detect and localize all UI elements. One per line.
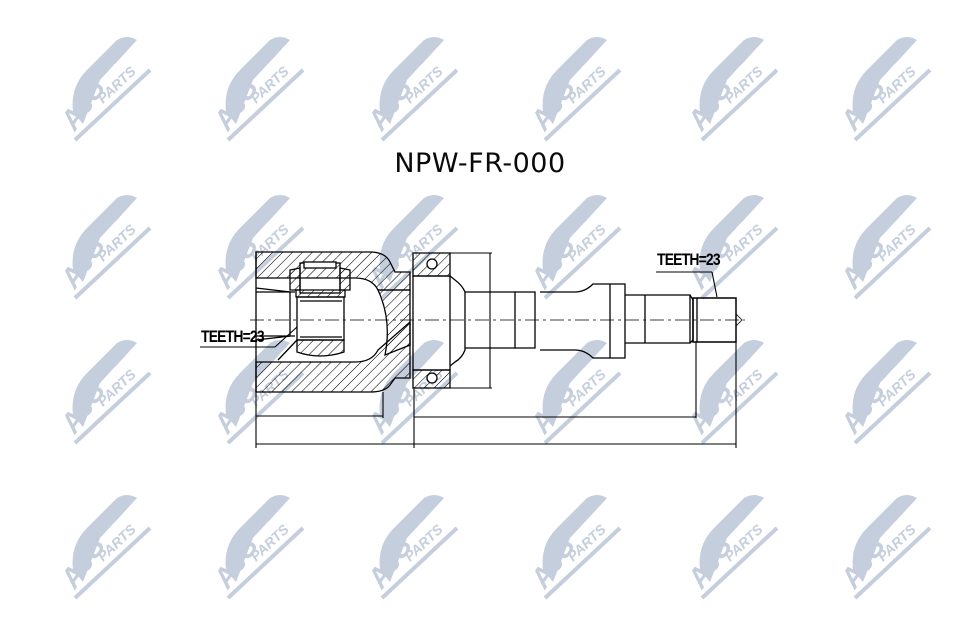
dimension-lines xyxy=(255,252,737,448)
boot-flange xyxy=(412,252,466,389)
teeth-label-right: TEETH=23 xyxy=(657,250,721,269)
outer-housing xyxy=(255,251,411,393)
tripod-spider xyxy=(277,261,351,361)
teeth-leader-lines xyxy=(200,271,718,348)
teeth-label-left: TEETH=23 xyxy=(201,327,265,346)
part-number-title: NPW-FR-000 xyxy=(394,148,566,179)
